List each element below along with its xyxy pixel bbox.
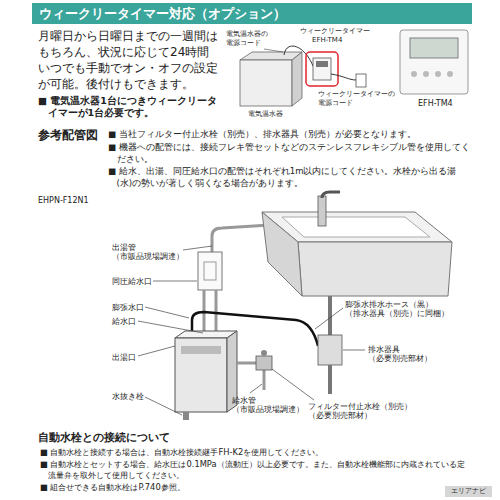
title-band: ウィークリータイマー対応（オプション） (32, 3, 472, 24)
leader-line (145, 397, 182, 415)
heater-front (175, 338, 227, 412)
leader-line (183, 246, 212, 250)
part-label: 出湯口 (112, 353, 136, 362)
leader-lines (138, 246, 365, 415)
timer-button (435, 71, 441, 77)
model-number: EFH-TM4 (418, 99, 453, 109)
faucet (318, 196, 326, 226)
timer-photo (400, 30, 468, 94)
part-label: 同圧給水口 (112, 277, 152, 286)
part-label: 電気温水器 (248, 110, 283, 119)
bullet-note: ■ 給水、出湯、同圧給水口の配管はそれぞれ1m以内にしてください。水栓から出る湯… (108, 166, 472, 189)
part-label: 給水管 （市販品現場調達） (232, 396, 304, 414)
sink-side (262, 212, 302, 296)
timer-button (447, 71, 453, 77)
bullet-note: ■ 機器への配管には、接続フレキ管セットなどのステンレスフレキシブル管を使用して… (108, 142, 472, 165)
part-label: 出湯管 （市販品現場調達） (112, 243, 184, 261)
bullet-note: ■ 当社フィルター付止水栓（別売）、排水器具（別売）が必要となります。 (108, 129, 472, 141)
heater-front (240, 60, 292, 106)
section-heading: 自動水栓との接続について (38, 431, 170, 445)
heater-top (240, 52, 302, 60)
leader-line (138, 321, 203, 333)
highlight-box (306, 52, 338, 86)
power-cord (284, 46, 313, 66)
timer-button (423, 71, 429, 77)
leader-line (145, 307, 189, 318)
part-label: ウィークリータイマーの電源コード (318, 90, 398, 107)
leader-line (343, 350, 365, 351)
part-label: ウィークリータイマー (300, 27, 370, 36)
tab-label: エリアナビ (451, 487, 486, 496)
leader-line (264, 49, 283, 52)
timer-display (410, 38, 458, 58)
part-label: 電気温水器の電源コード (226, 30, 272, 47)
tab-box: エリアナビ (445, 486, 492, 497)
faucet-spout (322, 192, 340, 198)
sink-front (298, 242, 452, 296)
filter-valve (256, 356, 272, 370)
valve-handle (261, 350, 267, 356)
supply-pipe (263, 370, 266, 390)
model-number: EHPN-F12N1 (38, 196, 89, 206)
timer-cord (331, 74, 356, 80)
part-label: 給水口 (112, 317, 136, 326)
wall-plate-inner (204, 262, 216, 280)
part-label: 膨張水排水ホース（黒） （排水器具（別売）に同梱） (345, 300, 449, 318)
drain-fitting (318, 335, 342, 365)
wall-outlet (356, 74, 366, 87)
part-label: フィルター付止水栓（別売） （必要別売部材） (308, 402, 416, 420)
section-heading: 参考配管図 (38, 128, 98, 143)
drain-cock (183, 412, 189, 420)
bullet-note: ■ 自動水栓と接続する場合は、自動水栓接続継手FH-K2を使用してください。 (40, 447, 470, 458)
bullet-note: ■ 電気温水器1台につきウィークリータイマーが1台必要です。 (38, 95, 220, 119)
drain-pipe (328, 296, 332, 335)
bullet-note: ■ 自動水栓とセットする場合、給水圧は0.1MPa（流動圧）以上必要です。また、… (40, 459, 470, 481)
timer-button (411, 71, 417, 77)
part-label: 排水器具 （必要別売部材） (368, 345, 440, 363)
leader-line (272, 369, 314, 400)
timer-box (313, 58, 331, 80)
model-number: EFH-TM4 (312, 36, 342, 45)
timer-display (316, 61, 328, 67)
heater-band (181, 346, 221, 354)
supply-pipe (237, 362, 256, 365)
wall-plate (198, 252, 222, 290)
drain-pipe (328, 365, 332, 394)
bullet-note: ■ 組合せできる自動水栓はP.740参照。 (40, 482, 470, 493)
intro-text: 月曜日から日曜日までの一週間はもちろん、状況に応じて24時間いつでも手動でオン・… (38, 28, 220, 92)
leader-line (138, 346, 175, 356)
leader-line (250, 384, 262, 393)
piping-diagram (138, 192, 452, 420)
part-label: 水抜き栓 (112, 392, 144, 401)
leader-line (315, 308, 343, 329)
sink-basin (282, 217, 430, 237)
part-label: 膨張水口 (112, 303, 144, 312)
timer-diagram (240, 30, 468, 106)
leader-line (153, 281, 197, 282)
heater-side (292, 52, 302, 106)
